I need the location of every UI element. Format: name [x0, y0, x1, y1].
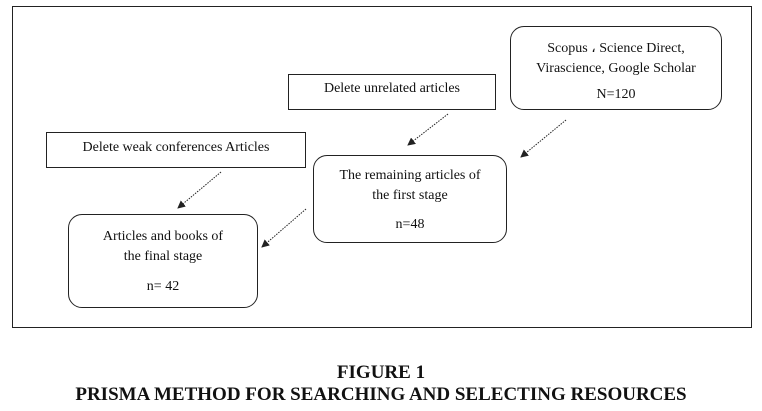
arrow-first-stage-to-final-stage	[261, 208, 307, 248]
source-box-line1: Scopus ، Science Direct,	[547, 41, 685, 56]
source-box: Scopus ، Science Direct, Virascience, Go…	[510, 26, 722, 110]
final-stage-line2: the final stage	[123, 249, 203, 264]
figure-title: PRISMA METHOD FOR SEARCHING AND SELECTIN…	[75, 384, 687, 405]
first-stage-count: n=48	[395, 217, 425, 232]
source-box-count: N=120	[596, 87, 636, 102]
delete-weak-box: Delete weak conferences Articles	[46, 132, 306, 168]
source-box-line2: Virascience, Google Scholar	[536, 61, 696, 76]
final-stage-count: n= 42	[146, 279, 180, 294]
arrow-delete-unrelated-to-first-stage	[407, 113, 449, 146]
delete-unrelated-label: Delete unrelated articles	[323, 81, 461, 96]
final-stage-box: Articles and books of the final stage n=…	[68, 214, 258, 308]
arrow-delete-weak-to-final-stage	[177, 171, 222, 209]
delete-weak-label: Delete weak conferences Articles	[82, 140, 270, 155]
final-stage-line1: Articles and books of	[102, 229, 224, 244]
delete-unrelated-box: Delete unrelated articles	[288, 74, 496, 110]
figure-label: FIGURE 1	[336, 362, 426, 383]
first-stage-box: The remaining articles of the first stag…	[313, 155, 507, 243]
diagram-frame	[12, 6, 752, 328]
arrow-source-to-first-stage	[520, 119, 567, 158]
first-stage-line1: The remaining articles of	[339, 168, 481, 183]
first-stage-line2: the first stage	[372, 188, 448, 203]
